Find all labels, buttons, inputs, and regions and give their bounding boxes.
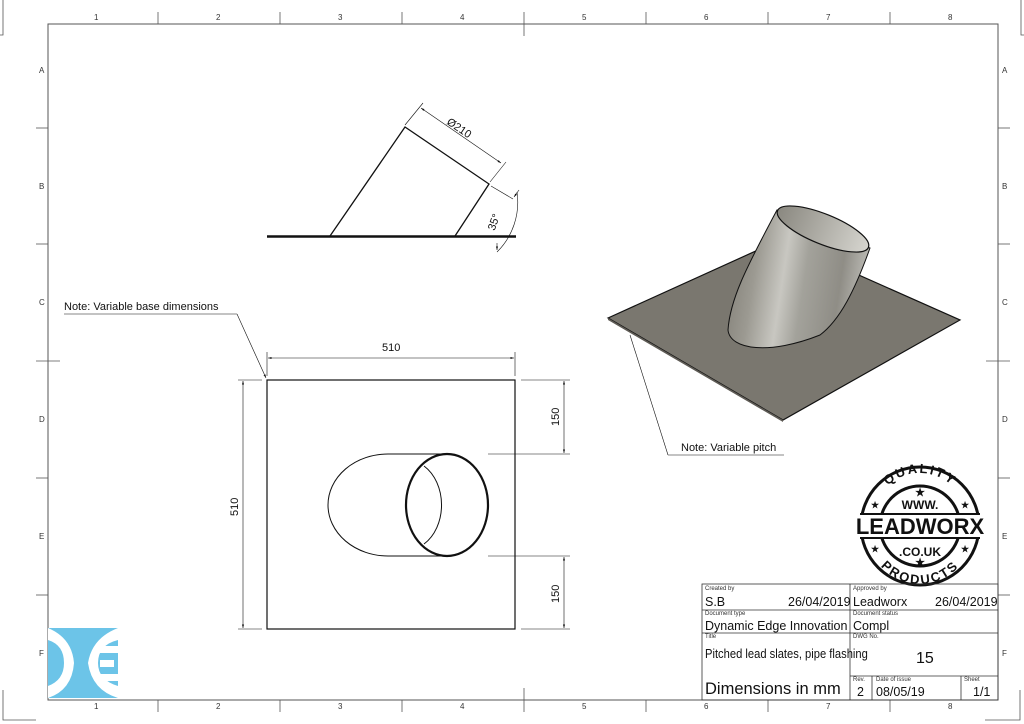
row-label: A	[1002, 66, 1008, 75]
plan-view	[64, 313, 570, 630]
svg-text:★: ★	[871, 500, 880, 510]
row-label: D	[39, 415, 45, 424]
document-type-label: Document type	[705, 611, 746, 617]
col-label: 6	[704, 13, 709, 22]
document-status-label: Document status	[853, 611, 899, 617]
row-label: B	[1002, 182, 1008, 191]
date-of-issue: 08/05/19	[876, 685, 925, 699]
top-offset-dimension: 150	[550, 407, 562, 426]
svg-text:★: ★	[961, 544, 970, 554]
row-label: A	[39, 66, 45, 75]
document-status: Compl	[853, 619, 890, 633]
created-by-label: Created by	[705, 586, 735, 592]
units-note: Dimensions in mm	[705, 680, 841, 698]
col-label: 3	[338, 13, 343, 22]
col-label: 5	[582, 702, 587, 711]
bottom-offset-dimension: 150	[550, 584, 562, 603]
created-date: 26/04/2019	[788, 595, 851, 609]
svg-text:QUALITY: QUALITY	[880, 461, 959, 488]
svg-text:★: ★	[915, 487, 925, 499]
col-label: 7	[826, 13, 831, 22]
approved-by: Leadworx	[853, 595, 908, 609]
col-label: 5	[582, 13, 587, 22]
row-label: E	[1002, 532, 1008, 541]
col-label: 1	[94, 702, 99, 711]
row-label: D	[1002, 415, 1008, 424]
rev-label: Rev.	[853, 677, 865, 683]
title-block-frame	[701, 583, 999, 701]
height-dimension: 510	[229, 497, 241, 516]
approved-date: 26/04/2019	[935, 595, 998, 609]
drawing-frame	[47, 23, 999, 701]
dynamic-edge-logo	[48, 628, 118, 698]
svg-text:.CO.UK: .CO.UK	[899, 545, 941, 559]
document-type: Dynamic Edge Innovation	[705, 619, 848, 633]
col-label: 4	[460, 702, 465, 711]
row-label: E	[39, 532, 45, 541]
isometric-view	[606, 205, 962, 456]
title-label: Title	[705, 634, 717, 640]
approved-by-label: Approved by	[853, 586, 887, 592]
sheet-number: 1/1	[973, 685, 991, 699]
created-by: S.B	[705, 595, 726, 609]
col-label: 2	[216, 13, 221, 22]
svg-text:★: ★	[915, 557, 925, 569]
row-label: C	[39, 298, 45, 307]
row-label: B	[39, 182, 45, 191]
quality-badge	[848, 465, 992, 587]
col-label: 4	[460, 13, 465, 22]
col-label: 8	[948, 702, 953, 711]
svg-text:LEADWORX: LEADWORX	[856, 514, 985, 539]
col-label: 2	[216, 702, 221, 711]
col-label: 3	[338, 702, 343, 711]
width-dimension: 510	[382, 342, 401, 354]
svg-text:★: ★	[961, 500, 970, 510]
col-label: 6	[704, 702, 709, 711]
col-label: 1	[94, 13, 99, 22]
col-label: 7	[826, 702, 831, 711]
sheet-label: Sheet	[964, 677, 980, 683]
drawing-title: Pitched lead slates, pipe flashing	[705, 646, 868, 661]
date-of-issue-label: Date of issue	[876, 677, 912, 683]
rev: 2	[857, 685, 864, 699]
row-label: F	[1002, 649, 1007, 658]
base-dimensions-note: Note: Variable base dimensions	[64, 301, 219, 313]
side-view	[267, 102, 520, 253]
dwg-no-label: DWG No.	[853, 634, 879, 640]
variable-pitch-note: Note: Variable pitch	[681, 442, 777, 454]
svg-text:★: ★	[871, 544, 880, 554]
row-label: C	[1002, 298, 1008, 307]
svg-text:WWW.: WWW.	[902, 498, 939, 512]
col-label: 8	[948, 13, 953, 22]
row-label: F	[39, 649, 44, 658]
dwg-no: 15	[916, 650, 934, 667]
